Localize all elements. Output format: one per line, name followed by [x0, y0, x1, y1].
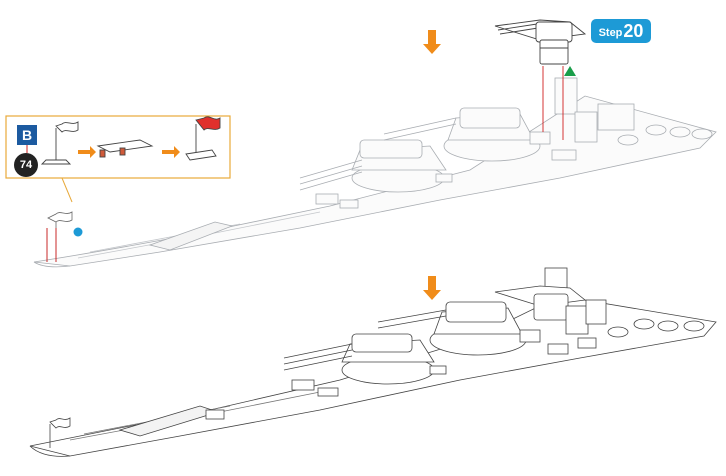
secondary-mounts-top	[315, 124, 713, 209]
flag-part-white	[40, 121, 79, 165]
second-turret-bottom	[377, 301, 527, 356]
hull-side-top	[33, 261, 71, 268]
second-turret-top	[383, 107, 541, 162]
dot-marker-icon	[73, 227, 83, 237]
right-arrow-icon	[162, 146, 180, 158]
ship-before	[33, 77, 717, 268]
down-arrow-icon	[423, 276, 441, 300]
bow-flagstaff-top	[46, 211, 73, 262]
inset-letter-label: B	[17, 125, 37, 145]
secondary-mounts-bottom	[205, 318, 705, 420]
triangle-marker-icon	[564, 66, 576, 76]
superstructure-bottom	[494, 267, 607, 355]
bow-flagstaff-bottom	[49, 417, 71, 448]
breakwater	[148, 221, 234, 251]
forward-turret-bottom	[283, 333, 435, 385]
step-word: Step	[598, 26, 623, 39]
right-arrow-icon	[78, 146, 96, 158]
part-number-badge: 74	[14, 153, 38, 177]
funnel-part	[494, 19, 587, 65]
superstructure-top	[529, 77, 635, 161]
ship-after	[29, 267, 717, 457]
down-arrow-icon	[423, 30, 441, 54]
flag-icon	[185, 116, 221, 161]
forward-turret-top	[299, 139, 447, 193]
mount-plate-part	[96, 139, 154, 158]
guide-lines	[46, 66, 564, 262]
step-badge: Step 20	[591, 19, 651, 43]
hull-side-bottom	[29, 445, 71, 457]
step-number: 20	[623, 20, 644, 41]
callout-line	[61, 177, 73, 203]
